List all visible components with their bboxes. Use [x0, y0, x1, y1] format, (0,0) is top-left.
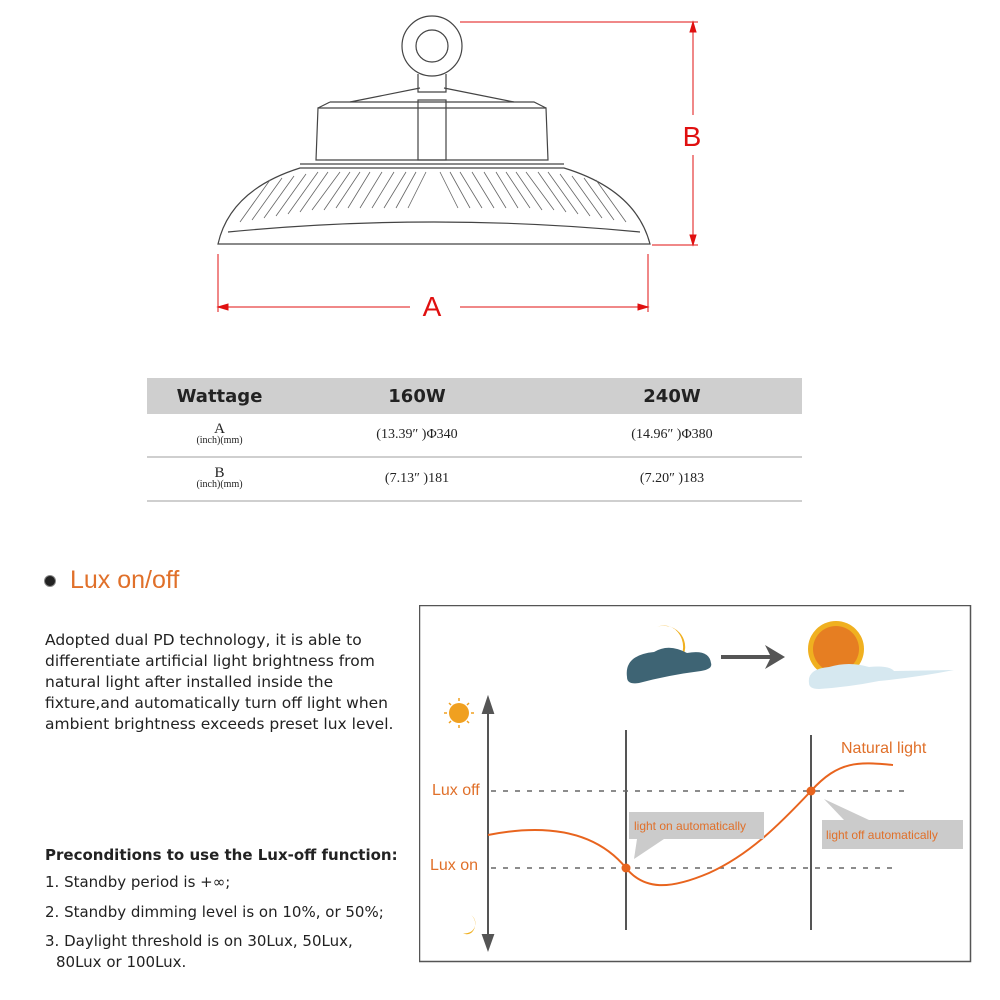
- row-unit: (inch)(mm): [196, 478, 243, 490]
- lux-on-label: Lux on: [430, 857, 478, 874]
- svg-text:light on automatically: light on automatically: [634, 819, 746, 833]
- svg-text:light off automatically: light off automatically: [826, 828, 938, 842]
- table-cell: (13.39″ )Φ340: [376, 427, 458, 442]
- cloud-icon: [626, 647, 712, 684]
- off-point: [806, 786, 816, 796]
- precondition-item: 1. Standby period is +∞;: [45, 873, 231, 891]
- table-cell: (7.13″ )181: [384, 471, 450, 486]
- table-header: Wattage 160W 240W: [147, 378, 802, 414]
- cloud-light-icon: [808, 664, 954, 689]
- light-on-callout: light on automatically: [629, 812, 764, 859]
- y-axis: [481, 694, 495, 952]
- dimension-b-label: B: [683, 121, 702, 152]
- table-row: B(inch)(mm) (7.13″ )181 (7.20″ )183: [147, 458, 802, 502]
- arrow-icon: [721, 645, 785, 669]
- lamp-dimension-drawing: A B: [216, 15, 702, 322]
- bullet-icon: [44, 574, 56, 587]
- precondition-item: 2. Standby dimming level is on 10%, or 5…: [45, 903, 384, 921]
- on-point: [621, 863, 631, 873]
- description: Adopted dual PD technology, it is able t…: [45, 631, 394, 733]
- section-title: Lux on/off: [70, 566, 180, 594]
- dimension-lines: [216, 20, 698, 312]
- table-cell: (14.96″ )Φ380: [631, 427, 713, 442]
- spec-table: Wattage 160W 240W A(inch)(mm) (13.39″ )Φ…: [147, 378, 802, 502]
- header-240w: 240W: [643, 385, 701, 407]
- table-row: A(inch)(mm) (13.39″ )Φ340 (14.96″ )Φ380: [147, 414, 802, 458]
- light-off-callout: light off automatically: [822, 799, 963, 849]
- lux-off-label: Lux off: [432, 782, 480, 799]
- sun-small-icon: [444, 698, 474, 728]
- lamp-outline: [217, 15, 651, 245]
- row-unit: (inch)(mm): [196, 434, 243, 446]
- dimension-a-label: A: [423, 291, 442, 322]
- lux-diagram: Lux off Lux on Natural light light on au…: [419, 605, 972, 963]
- header-160w: 160W: [388, 385, 446, 407]
- row-label: B: [214, 464, 225, 481]
- section-heading: Lux on/off: [44, 566, 179, 595]
- table-cell: (7.20″ )183: [639, 471, 705, 486]
- header-wattage: Wattage: [176, 385, 263, 407]
- row-label: A: [214, 420, 225, 437]
- precondition-item: 80Lux or 100Lux.: [56, 953, 187, 971]
- natural-light-curve: [487, 762, 894, 887]
- natural-light-label: Natural light: [841, 740, 927, 757]
- precondition-item: 3. Daylight threshold is on 30Lux, 50Lux…: [45, 932, 353, 950]
- preconditions-title: Preconditions to use the Lux-off functio…: [45, 846, 398, 864]
